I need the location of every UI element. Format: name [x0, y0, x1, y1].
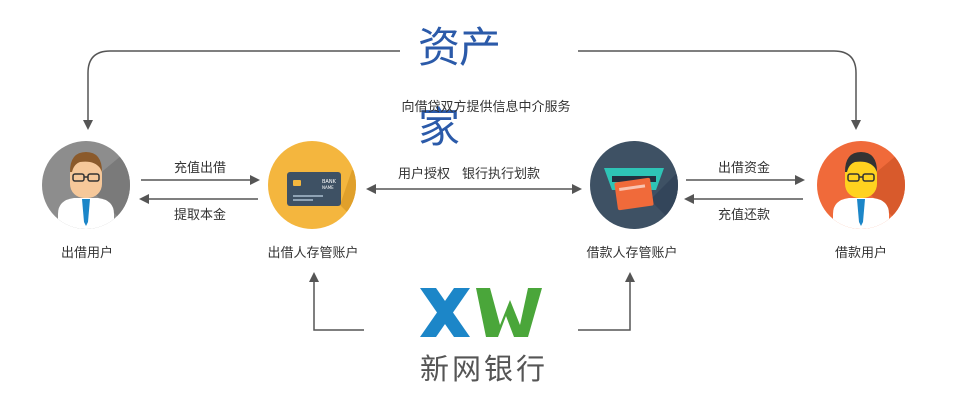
flow-lend-funds: 出借资金	[717, 161, 771, 176]
arrow-brand-to-lender	[83, 50, 400, 130]
node-borrower-account: 借款人存管账户	[586, 246, 678, 261]
card-sub-text: NAME	[322, 185, 334, 190]
arrow-bank-to-lender-account	[309, 272, 364, 331]
bank-card-icon	[268, 141, 356, 229]
flow-bank-transfer: 银行执行划款	[462, 167, 541, 182]
node-lender-account: 出借人存管账户	[267, 246, 359, 261]
flow-recharge-lend: 充值出借	[173, 161, 227, 176]
zichanjia-logo: 资产家	[418, 23, 501, 152]
lender-avatar-icon	[42, 141, 130, 229]
card-bank-text: BANK	[322, 179, 337, 185]
service-description: 向借贷双方提供信息中介服务	[401, 100, 571, 115]
node-borrower: 借款用户	[834, 246, 888, 261]
flow-withdraw-principal: 提取本金	[173, 208, 227, 223]
flow-user-auth: 用户授权	[398, 167, 451, 182]
arrow-bank-to-borrower-account	[578, 272, 635, 331]
xinwang-bank-name: 新网银行	[420, 352, 549, 386]
atm-card-icon	[590, 141, 678, 229]
node-lender: 出借用户	[60, 246, 114, 261]
arrow-brand-to-borrower	[578, 50, 861, 130]
flow-recharge-repay: 充值还款	[717, 208, 771, 223]
borrower-avatar-icon	[817, 141, 905, 229]
xinwang-logo-icon	[420, 288, 542, 337]
